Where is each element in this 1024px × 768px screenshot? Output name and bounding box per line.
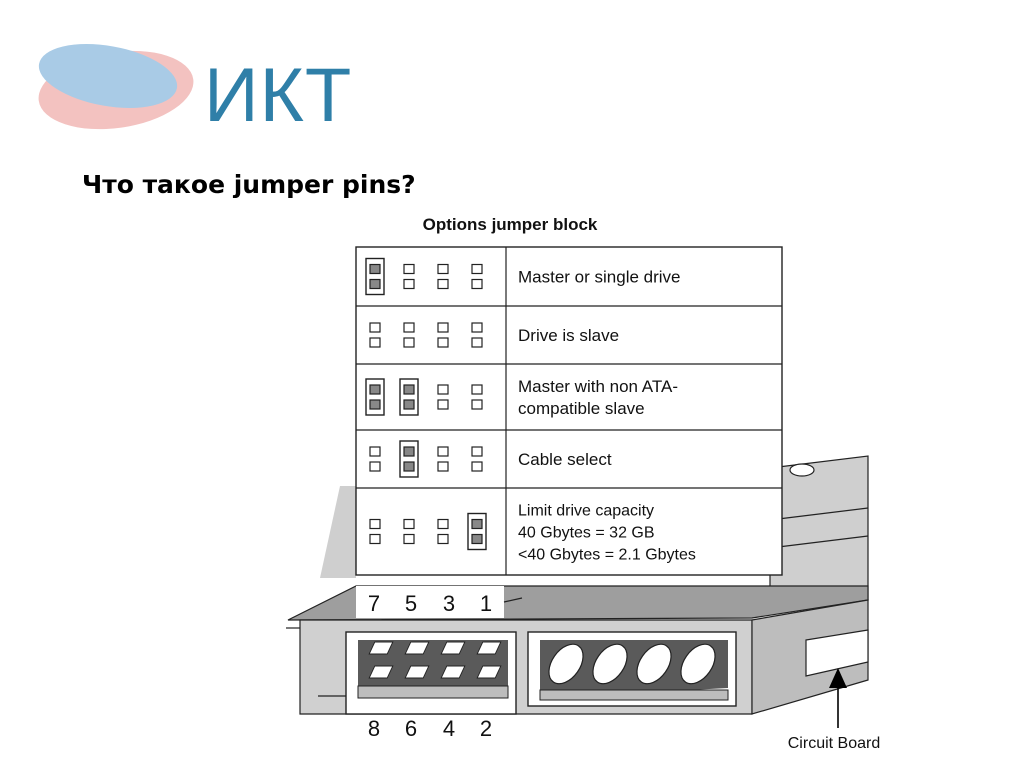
- pin-number-6: 6: [405, 716, 417, 741]
- top-pin-numbers: 7 5 3 1: [368, 591, 492, 616]
- page-title: Что такое jumper pins?: [82, 170, 416, 199]
- power-connector: [527, 631, 737, 707]
- pin-number-4: 4: [443, 716, 455, 741]
- jumper-pin: [437, 446, 449, 457]
- jumper-pin: [403, 278, 415, 290]
- pin-number-8: 8: [368, 716, 380, 741]
- jumper-pin: [369, 446, 381, 457]
- logo: ИКТ: [36, 28, 351, 138]
- logo-swoosh-icon: [38, 44, 194, 130]
- option-label: <40 Gbytes = 2.1 Gbytes: [518, 547, 696, 564]
- option-label: Master or single drive: [518, 268, 681, 287]
- jumper-pin: [437, 337, 449, 348]
- table-row: Limit drive capacity 40 Gbytes = 32 GB <40…: [356, 487, 782, 564]
- jumper-pin: [437, 518, 449, 530]
- jumper-pin: [437, 278, 449, 290]
- pin-number-band: [356, 586, 504, 618]
- option-label: compatible slave: [518, 399, 645, 418]
- jumper-pin: [471, 384, 483, 395]
- jumper-pin: [471, 461, 483, 472]
- jumper-pin: [369, 399, 381, 410]
- jumper-cap: [365, 378, 385, 416]
- jumper-pin: [403, 322, 415, 333]
- jumper-pin: [369, 461, 381, 472]
- jumper-pin: [403, 446, 415, 457]
- jumper-pin: [437, 533, 449, 545]
- jumper-pin: [437, 263, 449, 275]
- pin-number-3: 3: [443, 591, 455, 616]
- jumper-pin: [403, 533, 415, 545]
- logo-text: ИКТ: [204, 53, 353, 138]
- jumper-pin: [471, 263, 483, 275]
- jumper-pin: [369, 263, 381, 275]
- jumper-pin: [471, 278, 483, 290]
- jumper-pin: [369, 322, 381, 333]
- option-label: Cable select: [518, 450, 612, 469]
- jumper-pin: [437, 322, 449, 333]
- bottom-pin-numbers: 8 6 4 2: [368, 716, 492, 741]
- pin-number-1: 1: [480, 591, 492, 616]
- table-row: Drive is slave: [356, 305, 782, 348]
- option-label: Limit drive capacity: [518, 503, 654, 520]
- circuit-board-arrow-icon: [829, 668, 847, 728]
- table-row: Master with non ATA-compatible slave: [356, 363, 782, 418]
- jumper-pin: [369, 518, 381, 530]
- jumper-pin: [471, 399, 483, 410]
- circuit-board-label: Circuit Board: [788, 735, 880, 752]
- jumper-cap: [399, 440, 419, 478]
- jumper-pin: [471, 518, 483, 530]
- jumper-pin: [369, 533, 381, 545]
- pin-number-5: 5: [405, 591, 417, 616]
- jumper-pin: [403, 399, 415, 410]
- jumper-cap: [399, 378, 419, 416]
- option-label: Drive is slave: [518, 326, 619, 345]
- table-frame: [355, 246, 783, 576]
- jumper-pin: [437, 384, 449, 395]
- option-label: Master with non ATA-: [518, 377, 678, 396]
- jumper-pin: [403, 337, 415, 348]
- jumper-pin: [471, 322, 483, 333]
- jumper-pin: [437, 461, 449, 472]
- jumper-pin: [471, 533, 483, 545]
- table-row: Master or single drive: [365, 257, 681, 296]
- jumper-pin: [403, 384, 415, 395]
- jumper-pin: [369, 337, 381, 348]
- jumper-pin: [369, 384, 381, 395]
- jumper-pin: [437, 399, 449, 410]
- pin-number-7: 7: [368, 591, 380, 616]
- jumper-pin: [369, 278, 381, 290]
- pin-header: [345, 631, 517, 715]
- jumper-pin: [403, 461, 415, 472]
- jumper-pin: [471, 337, 483, 348]
- option-label: 40 Gbytes = 32 GB: [518, 525, 655, 542]
- pin-number-2: 2: [480, 716, 492, 741]
- jumper-cap: [365, 257, 385, 296]
- jumper-pin: [403, 518, 415, 530]
- jumper-pin: [403, 263, 415, 275]
- header-pins: [368, 641, 502, 679]
- diagram-title: Options jumper block: [423, 215, 598, 234]
- jumper-pin: [471, 446, 483, 457]
- table-row: Cable select: [356, 429, 782, 478]
